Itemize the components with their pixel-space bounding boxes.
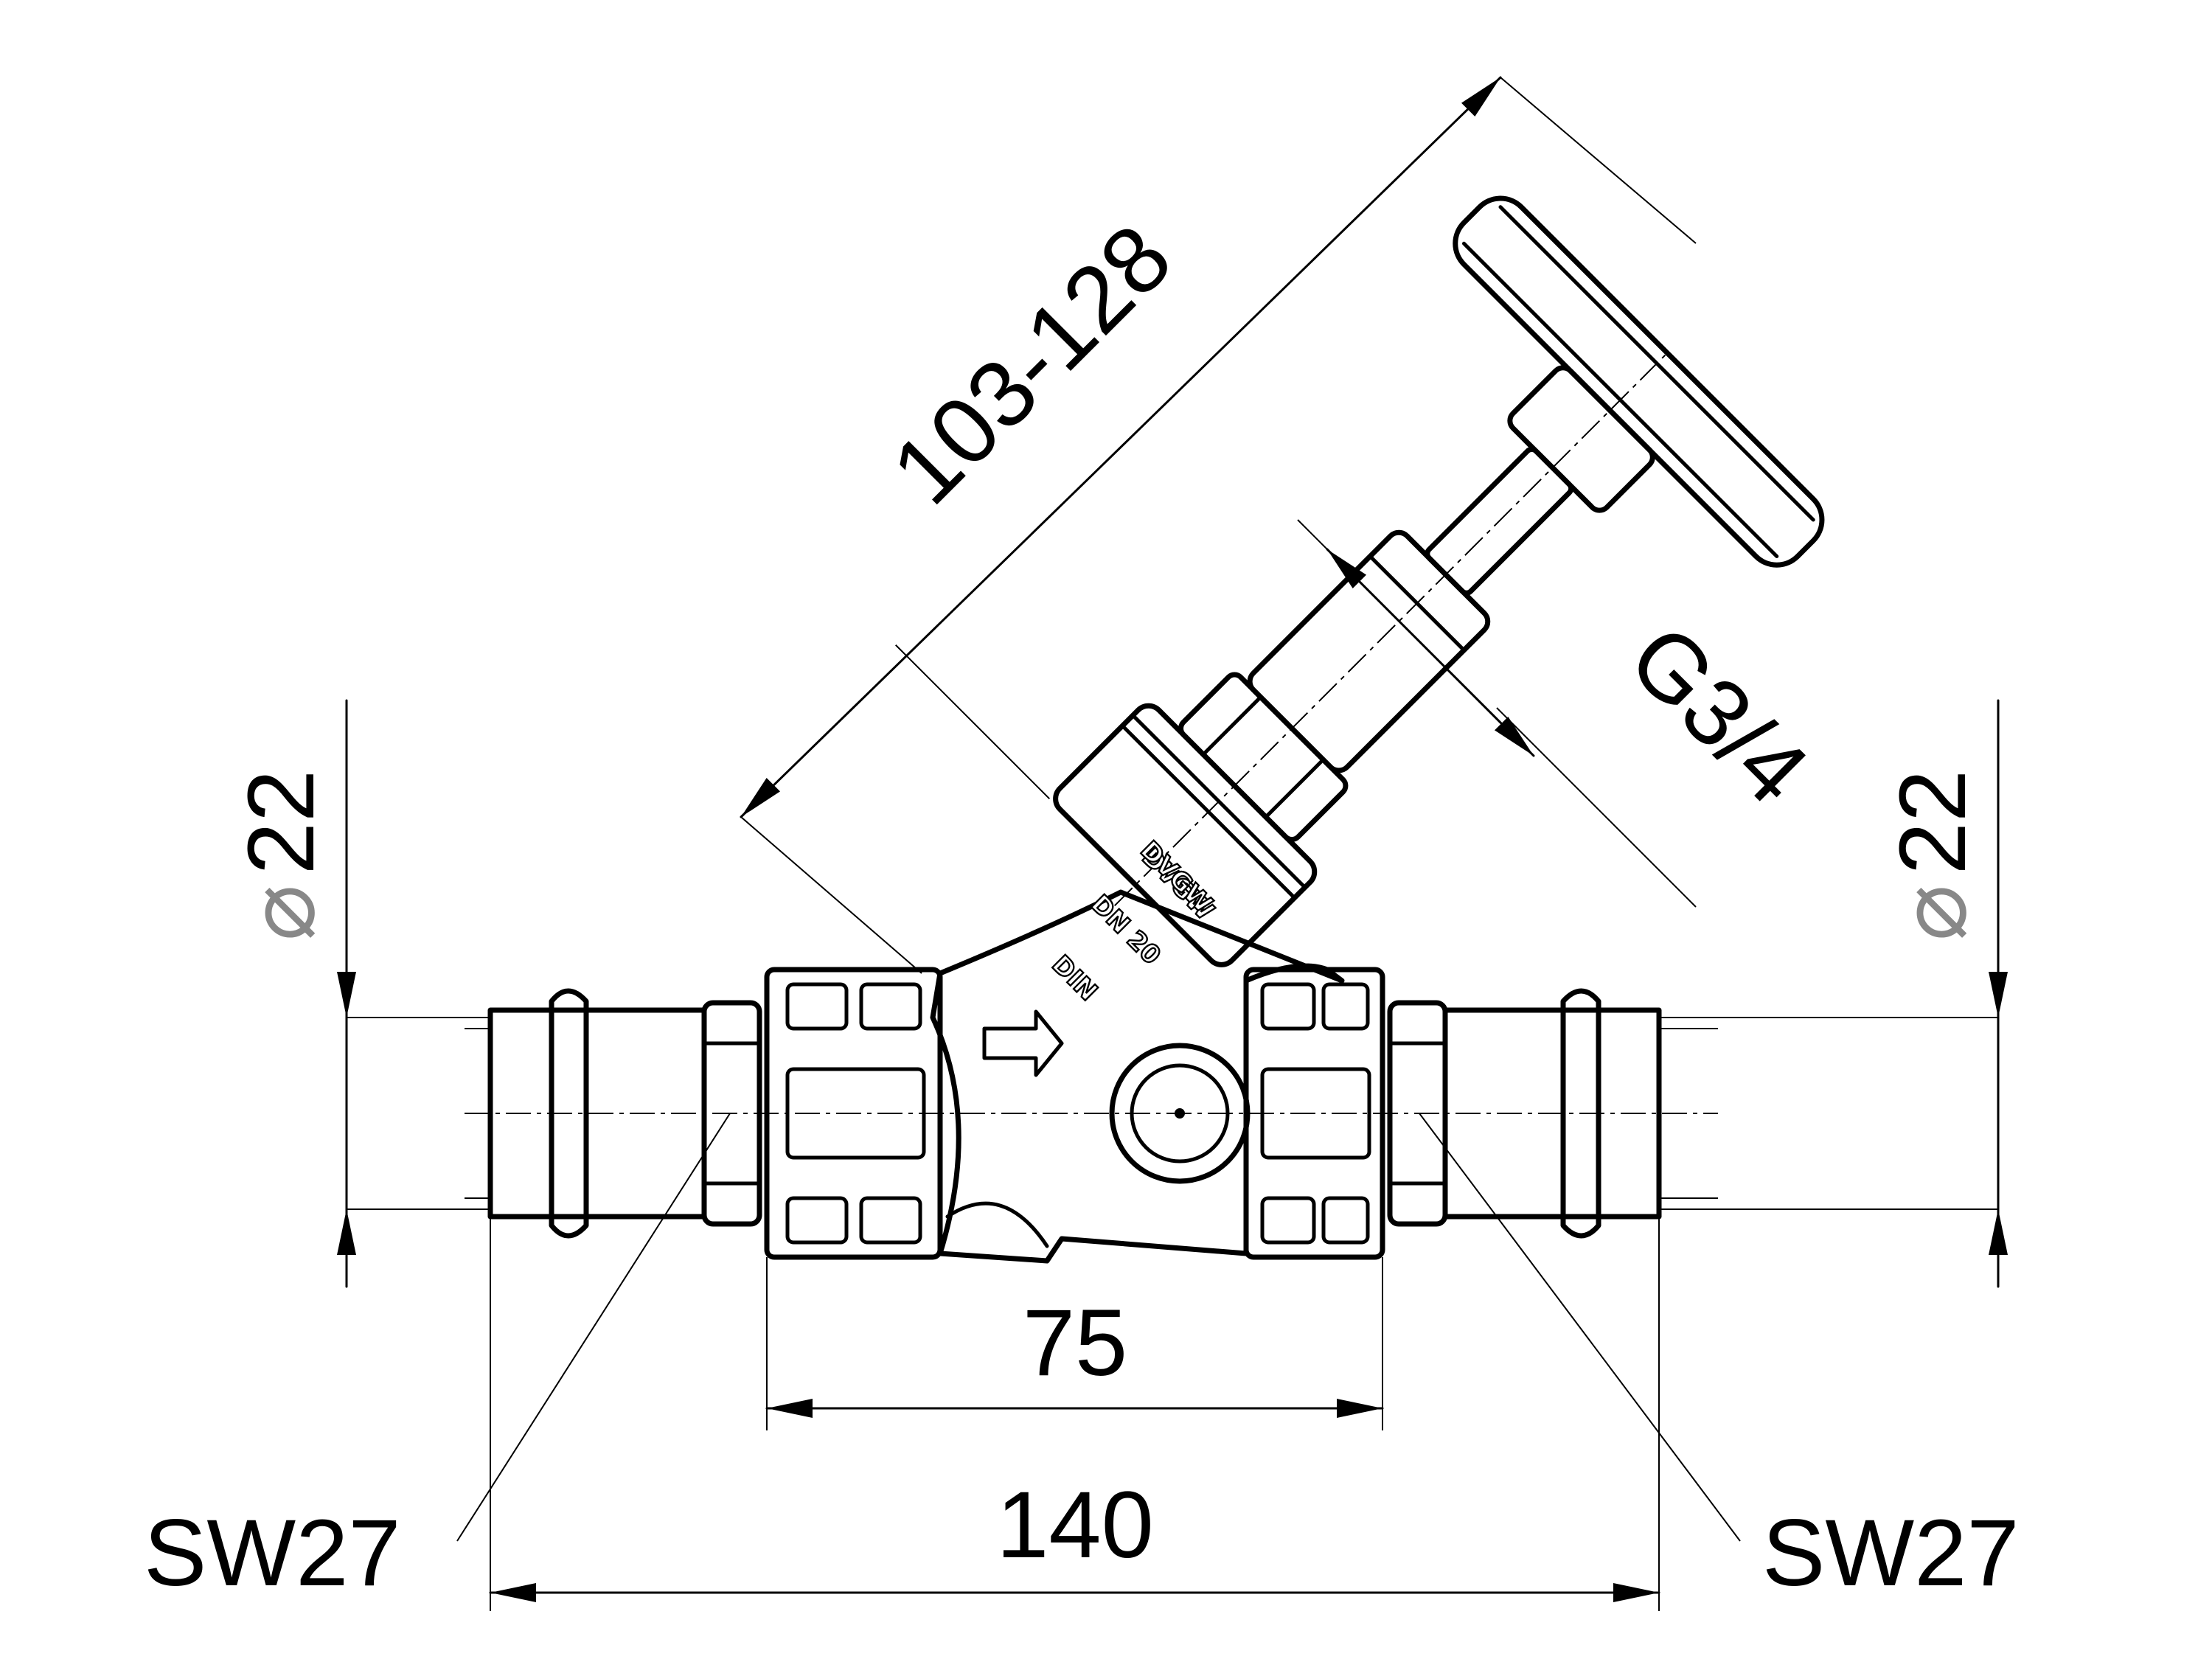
- wrench-size-left-label: SW27: [144, 1500, 401, 1606]
- dimension-thread: G3/4: [1297, 519, 1828, 908]
- overall-length-label: 140: [996, 1472, 1154, 1578]
- marking-line3: DIN: [1046, 950, 1103, 1006]
- left-press-fitting: [465, 988, 707, 1239]
- diameter-left-value: 22: [229, 770, 334, 874]
- thread-label: G3/4: [1609, 605, 1828, 824]
- valve-bonnet-assembly: DVGW: [895, 195, 1825, 967]
- dimension-diameter-right: 22 ⌀: [1659, 699, 2008, 1288]
- marking-line1: DVGW: [1135, 835, 1218, 919]
- left-union-nut: [764, 967, 943, 1260]
- dimension-stem-length: 103-128: [734, 70, 1697, 974]
- dimension-overall-length: 140: [489, 1217, 1660, 1611]
- diameter-right-symbol: ⌀: [1880, 884, 1986, 941]
- right-hex-nut: [1387, 1000, 1448, 1227]
- left-hex-nut: [701, 1000, 762, 1227]
- wrench-size-left: SW27: [144, 1113, 731, 1606]
- right-press-fitting: [1442, 988, 1718, 1239]
- stem-centerline: [1114, 352, 1668, 906]
- dimension-body-length: 75: [765, 1257, 1384, 1430]
- diameter-right-value: 22: [1880, 770, 1986, 874]
- stem-length-label: 103-128: [872, 205, 1192, 524]
- valve-body: [465, 889, 1718, 1264]
- diameter-left-symbol: ⌀: [229, 884, 334, 941]
- flow-direction-arrow: [982, 1009, 1064, 1077]
- wrench-size-right: SW27: [1419, 1113, 2020, 1606]
- dimension-diameter-left: 22 ⌀: [229, 699, 490, 1288]
- wrench-size-right-label: SW27: [1762, 1500, 2020, 1606]
- body-length-label: 75: [1023, 1290, 1127, 1396]
- right-union-nut: [1243, 967, 1385, 1260]
